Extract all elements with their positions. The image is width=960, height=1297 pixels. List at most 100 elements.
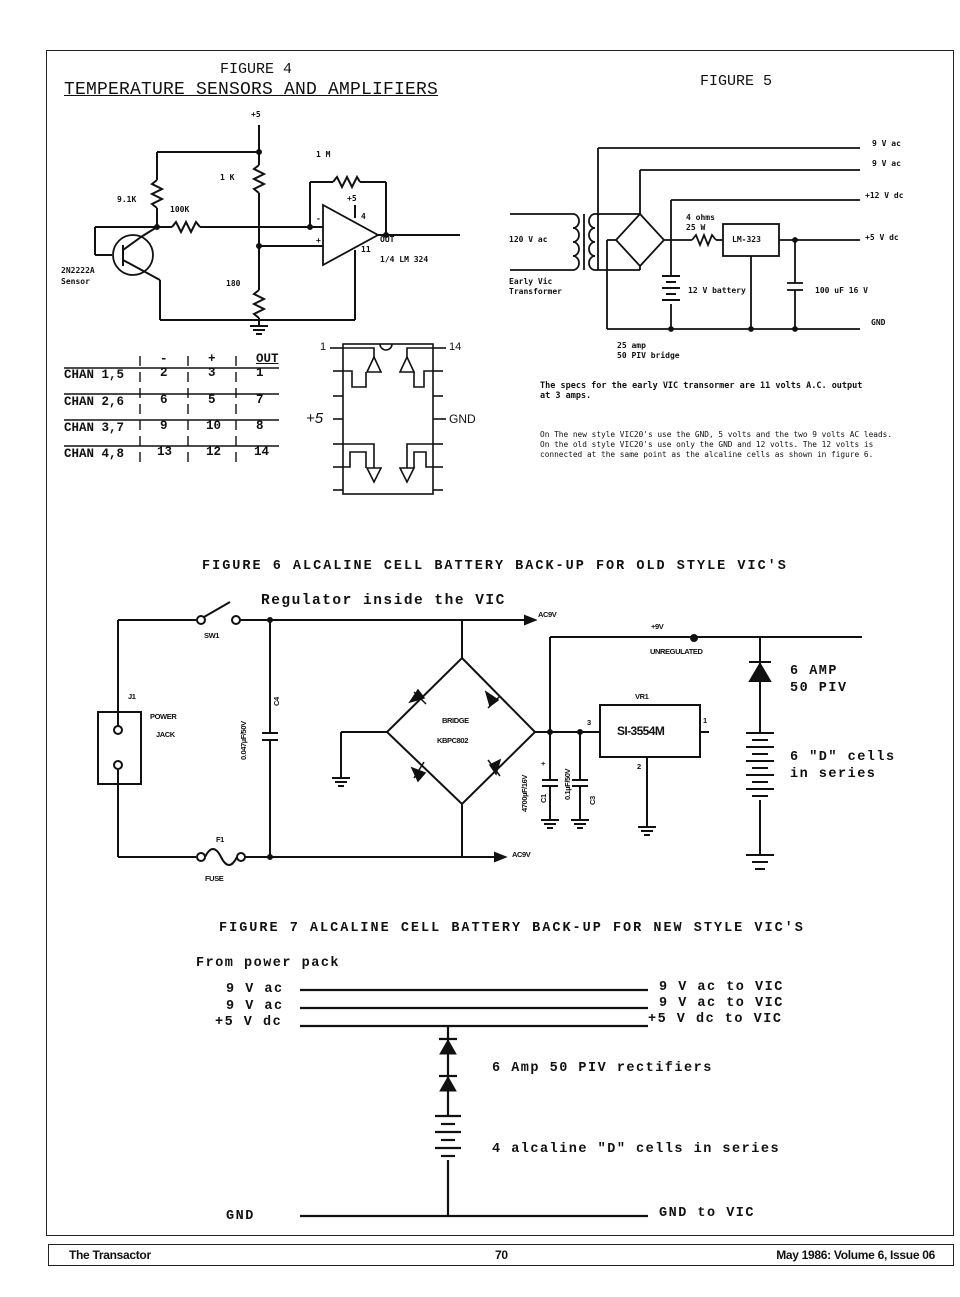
footer-issue: May 1986: Volume 6, Issue 06 (776, 1248, 935, 1262)
transistor-2n2222a (112, 234, 154, 276)
c4-value: 0.047µF/50V (239, 721, 248, 760)
diode-6amp (748, 662, 772, 682)
figure5-note1: at 3 amps. (540, 391, 592, 401)
output-9vac-1: 9 V ac (872, 139, 901, 148)
ic-gnd: GND (449, 412, 476, 426)
ac9v-bottom: AC9V (512, 850, 531, 859)
output-9vac-2: 9 V ac to VIC (659, 996, 784, 1011)
pin-table-cell: CHAN 4,8 (64, 447, 125, 461)
pin-table-cell: 13 (157, 445, 173, 459)
pin-table-cell: 7 (256, 393, 264, 407)
c1-value: 4700µF/16V (520, 774, 529, 812)
footer-page-number: 70 (495, 1248, 508, 1262)
page-frame (46, 50, 954, 1236)
figure5-number: FIGURE 5 (700, 73, 773, 90)
label-r-180: 180 (226, 279, 241, 288)
rectifiers-label: 6 Amp 50 PIV rectifiers (492, 1061, 713, 1076)
output-gnd: GND (871, 318, 886, 327)
label-opamp-supply: +5 (347, 194, 357, 203)
regulator-pin-1: 1 (703, 716, 707, 725)
cells-label: 6 "D" cells (790, 750, 896, 765)
output-5vdc: +5 V dc to VIC (648, 1012, 783, 1027)
figure6-subtitle: Regulator inside the VIC (261, 593, 506, 609)
transformer-label: Early Vic (509, 277, 553, 286)
pin-table-cell: CHAN 3,7 (64, 421, 125, 435)
label-pin-4: 4 (361, 212, 366, 221)
ac9v-top: AC9V (538, 610, 557, 619)
ic-pin-1: 1 (320, 341, 327, 353)
regulator-ref: VR1 (635, 692, 649, 701)
transformer-secondary (588, 213, 596, 271)
input-9vac-1: 9 V ac (226, 982, 284, 997)
label-transistor: 2N2222A (61, 266, 95, 275)
figure5-note1: The specs for the early VIC transormer a… (540, 381, 863, 391)
pin-table-header: + (208, 352, 216, 366)
bridge-part: KBPC802 (437, 736, 468, 745)
pin-table-cell: 10 (206, 419, 222, 433)
ic-pin-14: 14 (449, 341, 462, 353)
regulator-pin-3: 3 (587, 718, 591, 727)
label-transistor-role: Sensor (61, 277, 90, 286)
resistor-4ohm (691, 232, 717, 248)
pin-table-cell: 12 (206, 445, 222, 459)
figure7-schematic (300, 988, 648, 1218)
rail-note: UNREGULATED (650, 647, 703, 656)
resistor-9k1 (149, 179, 165, 209)
pin-table-cell: 3 (208, 366, 216, 380)
figure7-title: FIGURE 7 ALCALINE CELL BATTERY BACK-UP F… (219, 921, 805, 936)
switch-sw1 (196, 615, 206, 625)
resistor-1k (251, 164, 267, 194)
figure4-title: TEMPERATURE SENSORS AND AMPLIFIERS (64, 80, 439, 100)
pin-table-cell: 5 (208, 393, 216, 407)
output-9vac-2: 9 V ac (872, 159, 901, 168)
capacitor-label: 100 uF 16 V (815, 286, 868, 295)
output-gnd: GND to VIC (659, 1206, 756, 1221)
input-5vdc: +5 V dc (215, 1015, 283, 1030)
pin-table-cell: CHAN 2,6 (64, 395, 125, 409)
label-r-9k1: 9.1K (117, 195, 137, 204)
figure6-title: FIGURE 6 ALCALINE CELL BATTERY BACK-UP F… (202, 559, 788, 574)
c3-ref: C3 (588, 796, 597, 805)
resistor-1m (332, 174, 361, 190)
pin-table-cell: 6 (160, 393, 168, 407)
transformer-primary (572, 213, 580, 271)
regulator-part: SI-3554M (617, 724, 665, 738)
c4-ref: C4 (272, 697, 281, 706)
rectifier-diode-2 (439, 1075, 457, 1092)
diode-label: 50 PIV (790, 681, 848, 696)
bridge-label: BRIDGE (442, 716, 469, 725)
input-120vac: 120 V ac (509, 235, 548, 244)
cells-label: in series (790, 767, 877, 782)
pin-table-cell: 9 (160, 419, 168, 433)
lm324-ic-diagram (330, 343, 446, 495)
figure5-note2: On the old style VIC20's use only the GN… (540, 440, 874, 449)
diode-label: 6 AMP (790, 664, 839, 679)
jack-label: JACK (156, 730, 175, 739)
fuse-label: FUSE (205, 874, 224, 883)
battery-6-d-cells (746, 732, 774, 797)
figure5-schematic (510, 147, 860, 332)
figure4-number: FIGURE 4 (220, 61, 293, 78)
figure4-schematic (64, 125, 460, 495)
ic-vcc: +5 (306, 410, 324, 427)
rail-label: +9V (651, 622, 664, 631)
label-supply-5v: +5 (251, 110, 261, 119)
jack-ref: J1 (128, 692, 136, 701)
resistor-100k (171, 219, 201, 235)
figure5-note2: On The new style VIC20's use the GND, 5 … (540, 430, 893, 439)
output-12vdc: +12 V dc (865, 191, 904, 200)
power-jack-j1 (97, 711, 142, 785)
resistor-180 (251, 289, 267, 319)
page-footer: The Transactor 70 May 1986: Volume 6, Is… (48, 1244, 954, 1266)
jack-label: POWER (150, 712, 177, 721)
battery-4-d-cells (435, 1114, 461, 1158)
bridge-kbpc802 (385, 656, 537, 806)
resistor-label: 4 ohms (686, 213, 715, 222)
fuse-f1 (204, 848, 238, 866)
pin-table-cell: 14 (254, 445, 270, 459)
figure7-source: From power pack (196, 956, 341, 971)
figure5-note2: connected at the same point as the alcal… (540, 450, 874, 459)
pin-table-cell: 2 (160, 366, 168, 380)
footer-publication: The Transactor (69, 1248, 151, 1262)
